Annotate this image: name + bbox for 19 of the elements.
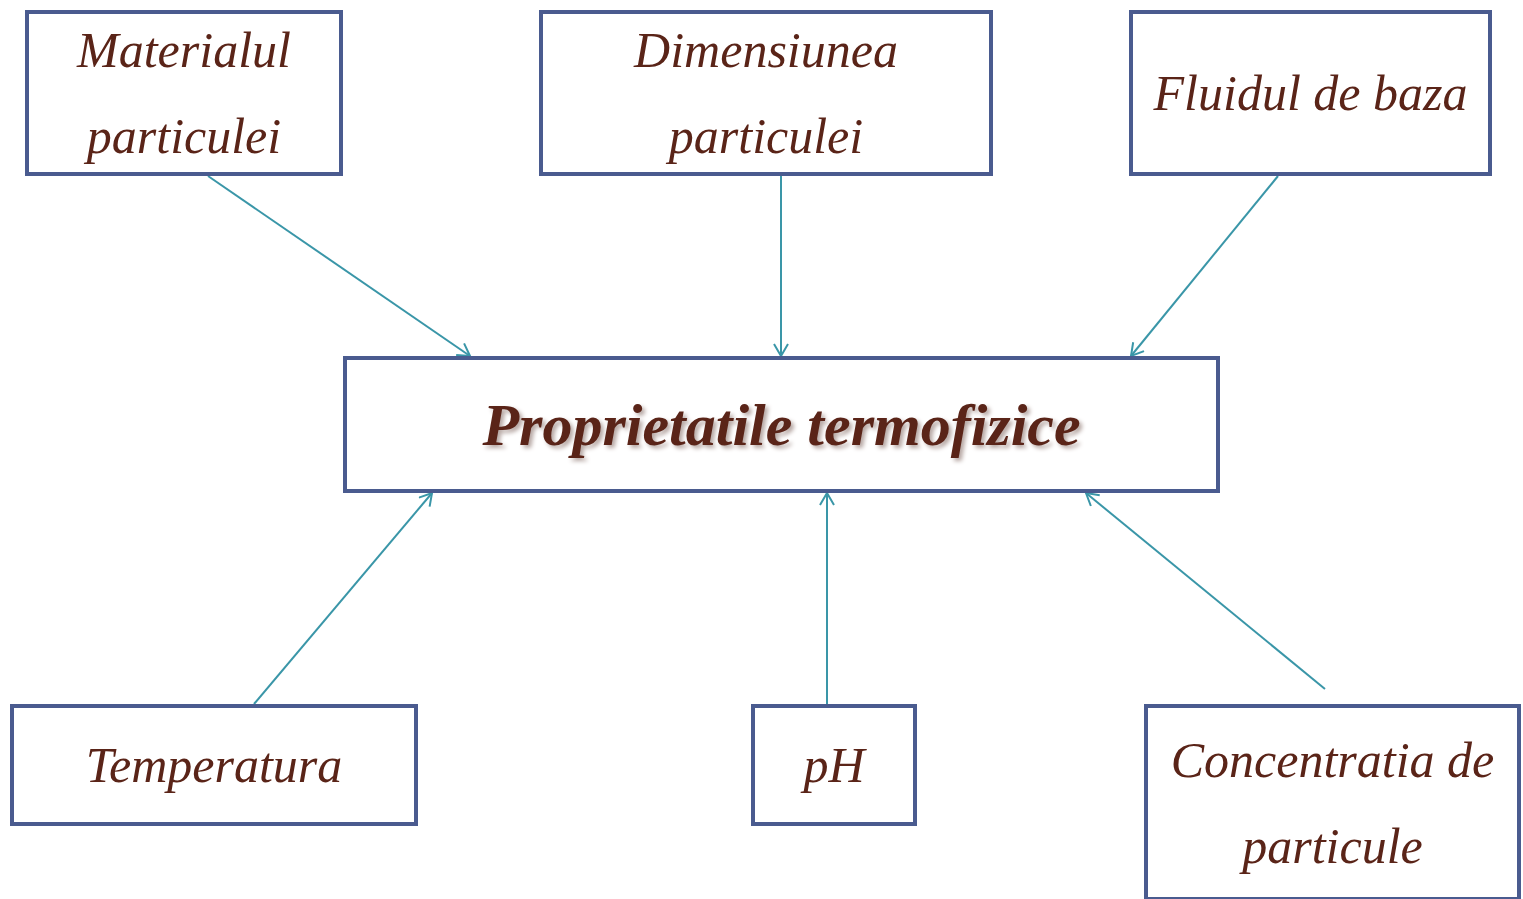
- process-box: [1129, 10, 1492, 176]
- process-box: [343, 356, 1220, 493]
- process-box: [751, 704, 917, 826]
- process-box: [1144, 704, 1521, 899]
- process-box: [10, 704, 418, 826]
- arrow: [819, 492, 835, 705]
- arrow: [1085, 492, 1326, 690]
- node-label: Dimensiunea particulei: [632, 21, 899, 166]
- arrow: [773, 175, 789, 357]
- process-box: [25, 10, 343, 176]
- node-label: Materialul particulei: [75, 21, 292, 166]
- process-box: [539, 10, 993, 176]
- arrow: [1130, 175, 1279, 357]
- title-text: Proprietatile termofizice: [482, 391, 1081, 458]
- node-label: Concentratia de particule: [1169, 730, 1496, 876]
- arrow: [207, 175, 471, 357]
- arrow: [253, 492, 433, 705]
- node-label: Fluidul de baza: [1153, 64, 1468, 123]
- node-label: Temperatura: [85, 736, 343, 795]
